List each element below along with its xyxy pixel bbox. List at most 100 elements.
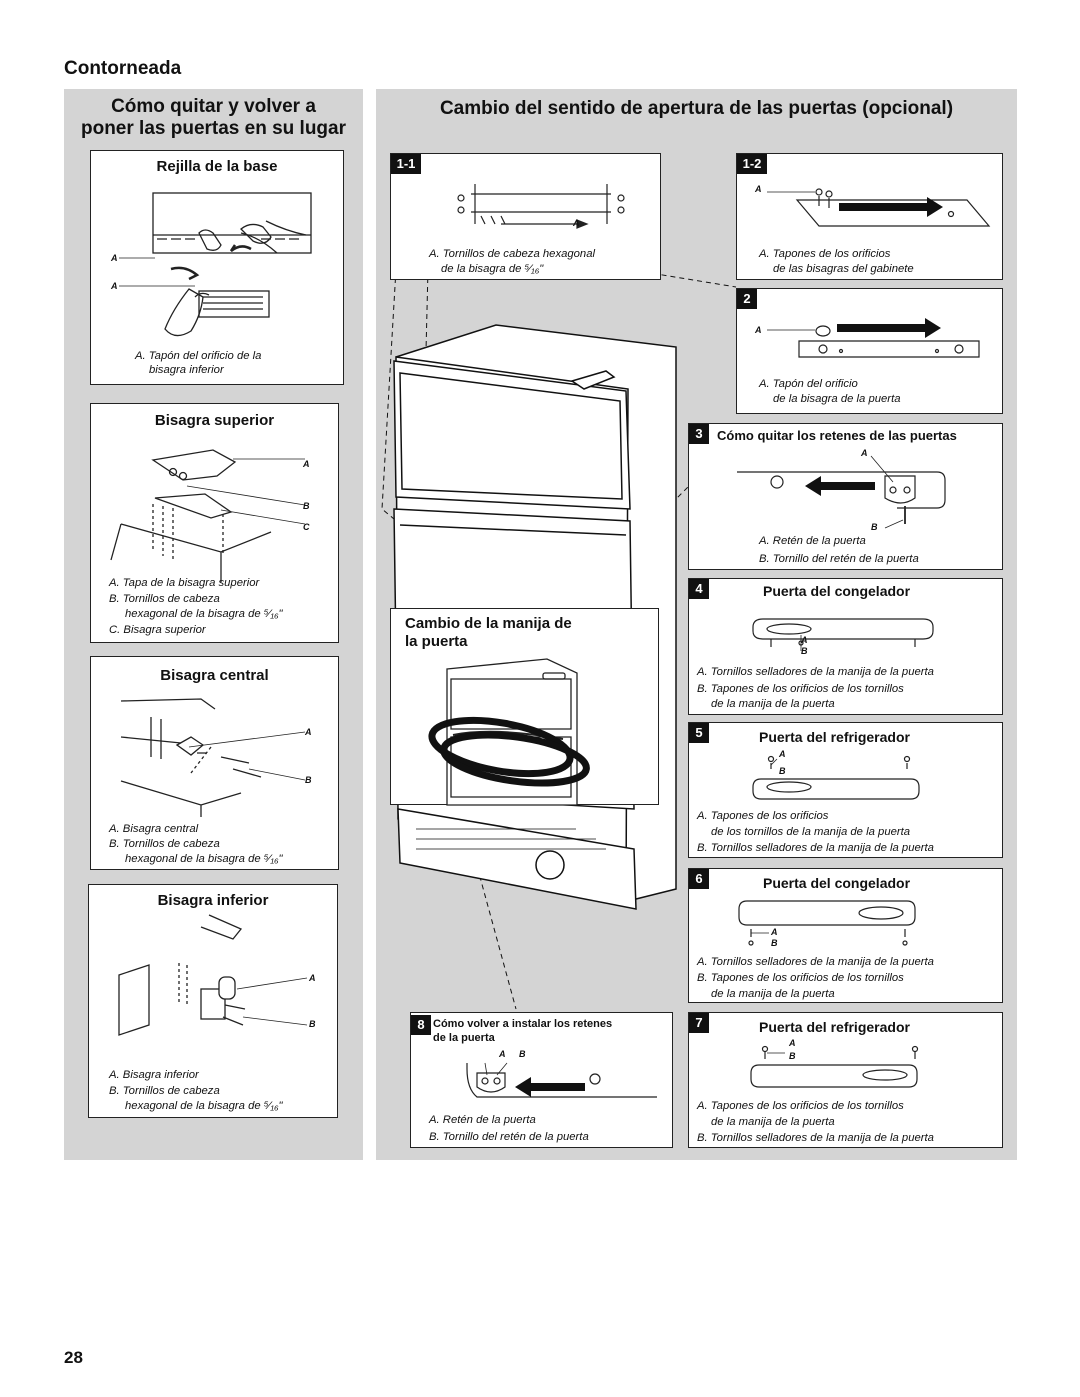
base-grille-title: Rejilla de la base — [156, 158, 278, 175]
step-1-1-caption-line1: A. Tornillos de cabeza hexagonal — [429, 248, 596, 260]
step-4-caption-b2: de la manija de la puerta — [711, 698, 835, 710]
center-hinge-caption-b1: B. Tornillos de cabeza — [109, 838, 220, 850]
freezer-handle-reinstall-illustration — [738, 900, 916, 946]
top-hinge-caption-c: C. Bisagra superior — [109, 624, 206, 636]
step-2-badge: 2 — [737, 289, 757, 309]
step-7-badge: 7 — [689, 1013, 709, 1033]
top-hinge-title: Bisagra superior — [154, 412, 275, 429]
refrigerator-handle-illustration — [752, 755, 920, 800]
step-8-label-b: B — [519, 1049, 526, 1059]
step-8-badge: 8 — [411, 1015, 431, 1035]
step-6-caption-b2: de la manija de la puerta — [711, 988, 835, 1000]
step-4-label-b: B — [801, 646, 808, 656]
step-3-label-b: B — [871, 522, 878, 532]
step-6-caption-a: A. Tornillos selladores de la manija de … — [697, 956, 934, 968]
step-2-caption-line1: A. Tapón del orificio — [759, 378, 858, 390]
step-2-box: 2 A A. Tapón del orificio de la bisagra … — [736, 288, 1003, 414]
section-title: Contorneada — [64, 58, 182, 79]
door-hinge-plug-illustration — [767, 318, 980, 358]
step-5-caption-b: B. Tornillos selladores de la manija de … — [697, 842, 934, 854]
bottom-hinge-illustration — [118, 914, 308, 1036]
step-6-label-b: B — [771, 938, 778, 948]
bottom-hinge-label-b: B — [309, 1019, 316, 1029]
door-stop-removal-illustration — [737, 455, 946, 529]
step-1-1-label-a: A — [573, 218, 580, 228]
bottom-hinge-caption-b1: B. Tornillos de cabeza — [109, 1085, 220, 1097]
left-panel-title: Cómo quitar y volver a poner las puertas… — [64, 96, 363, 140]
top-hinge-caption-a: A. Tapa de la bisagra superior — [109, 577, 260, 589]
step-3-label-a: A — [861, 448, 868, 458]
step-4-box: 4 Puerta del congelador A B A. Tornillos… — [688, 578, 1003, 715]
center-hinge-illustration — [120, 698, 306, 817]
step-5-label-a: A — [779, 749, 786, 759]
center-hinge-box: Bisagra central A B A. Bisagra central B… — [90, 656, 339, 870]
bottom-hinge-caption-a: A. Bisagra inferior — [109, 1069, 199, 1081]
step-8-title: Cómo volver a instalar los retenes de la… — [433, 1017, 612, 1045]
step-5-title: Puerta del refrigerador — [759, 729, 910, 745]
bottom-hinge-caption-b2: hexagonal de la bisagra de ⁵⁄₁₆" — [125, 1100, 283, 1112]
step-1-1-caption-line2: de la bisagra de ⁵⁄₁₆" — [441, 263, 544, 275]
step-8-caption-b: B. Tornillo del retén de la puerta — [429, 1131, 589, 1143]
handle-change-title-line2: la puerta — [405, 633, 468, 650]
handle-change-title: Cambio de la manija de la puerta — [405, 615, 572, 651]
step-3-box: 3 Cómo quitar los retenes de las puertas… — [688, 423, 1003, 570]
top-hinge-box: Bisagra superior A B C A. Tapa de la bis… — [90, 403, 339, 643]
base-grille-illustration — [119, 192, 312, 337]
step-1-2-caption-line2: de las bisagras del gabinete — [773, 263, 914, 275]
step-1-1-box: 1-1 A A. Tornillos de cabeza hexagonal d… — [390, 153, 661, 280]
step-8-label-a: A — [499, 1049, 506, 1059]
center-hinge-title: Bisagra central — [160, 667, 269, 684]
step-5-caption-a2: de los tornillos de la manija de la puer… — [711, 826, 911, 838]
step-6-title: Puerta del congelador — [763, 875, 911, 891]
step-4-caption-b1: B. Tapones de los orificios de los torni… — [697, 683, 904, 695]
top-hinge-label-b: B — [303, 501, 310, 511]
step-6-caption-b1: B. Tapones de los orificios de los torni… — [697, 972, 904, 984]
base-grille-label-a-bottom: A — [111, 281, 118, 291]
step-6-box: 6 Puerta del congelador A B A. Tornillos… — [688, 868, 1003, 1003]
step-3-caption-b: B. Tornillo del retén de la puerta — [759, 553, 919, 565]
step-3-badge: 3 — [689, 424, 709, 444]
top-hinge-caption-b2: hexagonal de la bisagra de ⁵⁄₁₆" — [125, 608, 283, 620]
page-number: 28 — [64, 1348, 83, 1367]
step-8-title-line1: Cómo volver a instalar los retenes — [433, 1018, 613, 1030]
bottom-hinge-title: Bisagra inferior — [157, 892, 269, 909]
step-5-caption-a1: A. Tapones de los orificios — [697, 810, 829, 822]
step-7-title: Puerta del refrigerador — [759, 1019, 910, 1035]
step-6-badge: 6 — [689, 869, 709, 889]
right-panel-title: Cambio del sentido de apertura de las pu… — [439, 98, 954, 119]
step-3-caption-a: A. Retén de la puerta — [759, 535, 866, 547]
step-7-caption-a2: de la manija de la puerta — [711, 1116, 835, 1128]
step-7-caption-b: B. Tornillos selladores de la manija de … — [697, 1132, 934, 1144]
step-7-caption-a1: A. Tapones de los orificios de los torni… — [697, 1100, 904, 1112]
step-1-2-badge: 1-2 — [737, 154, 767, 174]
base-grille-label-a-top: A — [111, 253, 118, 263]
step-4-title: Puerta del congelador — [763, 583, 911, 599]
step-7-label-a: A — [789, 1038, 796, 1048]
step-6-label-a: A — [771, 927, 778, 937]
step-1-2-label-a: A — [755, 184, 762, 194]
left-panel-title-line1: Cómo quitar y volver a — [111, 96, 316, 117]
handle-change-title-line1: Cambio de la manija de — [405, 615, 572, 632]
step-1-2-box: 1-2 A A. Tapones de los orificios de las… — [736, 153, 1003, 280]
step-7-box: 7 Puerta del refrigerador A B A. Tapones… — [688, 1012, 1003, 1148]
step-8-caption-a: A. Retén de la puerta — [429, 1114, 536, 1126]
refrigerator-handle-reinstall-illustration — [750, 1045, 919, 1088]
center-hinge-label-a: A — [305, 727, 312, 737]
center-hinge-caption-b2: hexagonal de la bisagra de ⁵⁄₁₆" — [125, 853, 283, 865]
step-5-label-b: B — [779, 766, 786, 776]
bottom-hinge-label-a: A — [309, 973, 316, 983]
step-5-badge: 5 — [689, 723, 709, 743]
top-hinge-label-a: A — [303, 459, 310, 469]
center-hinge-caption-a: A. Bisagra central — [109, 823, 199, 835]
step-8-box: 8 Cómo volver a instalar los retenes de … — [410, 1012, 673, 1148]
base-grille-caption-line2: bisagra inferior — [149, 364, 224, 376]
step-1-1-badge: 1-1 — [391, 154, 421, 174]
step-1-2-caption-line1: A. Tapones de los orificios — [759, 248, 891, 260]
step-3-title: Cómo quitar los retenes de las puertas — [717, 428, 957, 443]
step-4-badge: 4 — [689, 579, 709, 599]
step-7-label-b: B — [789, 1051, 796, 1061]
hinge-screws-illustration — [457, 184, 625, 229]
freezer-handle-illustration — [752, 618, 934, 651]
top-hinge-illustration — [110, 449, 306, 582]
base-grille-caption-line1: A. Tapón del orificio de la — [135, 350, 262, 362]
